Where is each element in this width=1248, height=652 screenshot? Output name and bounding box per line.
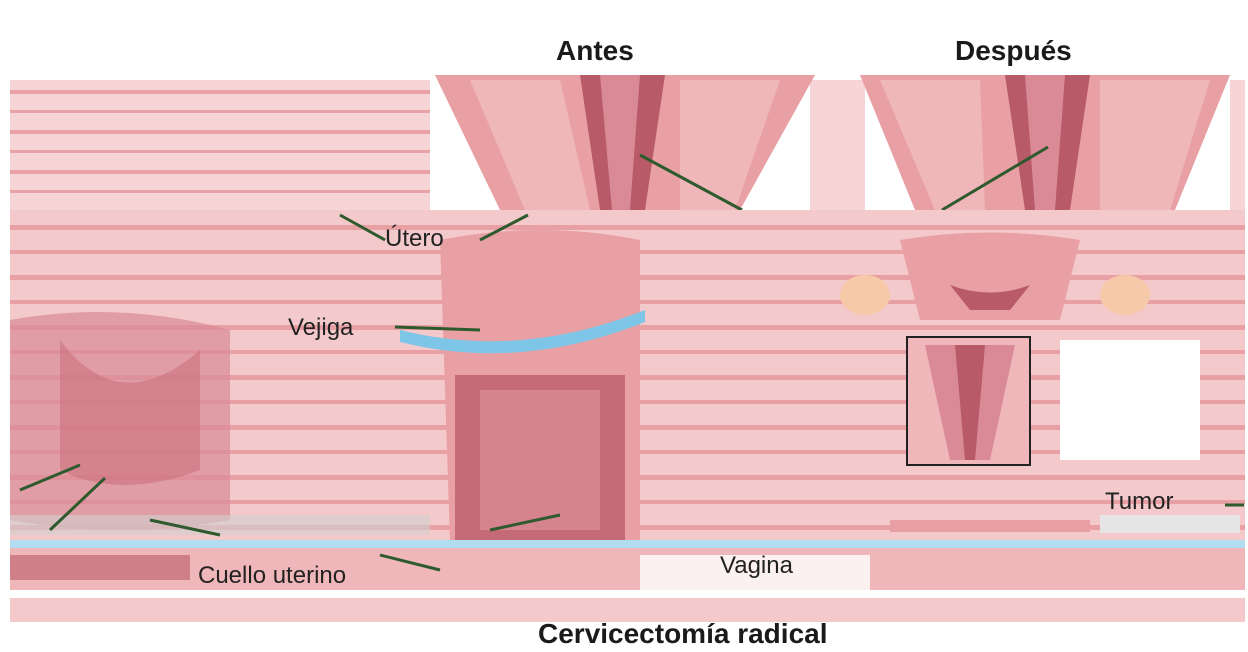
label-cervix: Cuello uterino	[198, 562, 346, 590]
label-bladder: Vejiga	[288, 314, 353, 342]
pelvic-anatomy-area	[10, 210, 1245, 622]
before-canal-zoom	[435, 75, 815, 210]
panel-before-heading: Antes	[556, 35, 634, 67]
left-tissue-band	[10, 80, 430, 220]
label-vagina: Vagina	[720, 552, 793, 580]
label-tumor: Tumor	[1105, 488, 1173, 516]
label-uterus: Útero	[385, 225, 444, 253]
panel-after-heading: Después	[955, 35, 1072, 67]
after-canal-zoom	[860, 75, 1230, 210]
diagram-title: Cervicectomía radical	[538, 618, 828, 650]
